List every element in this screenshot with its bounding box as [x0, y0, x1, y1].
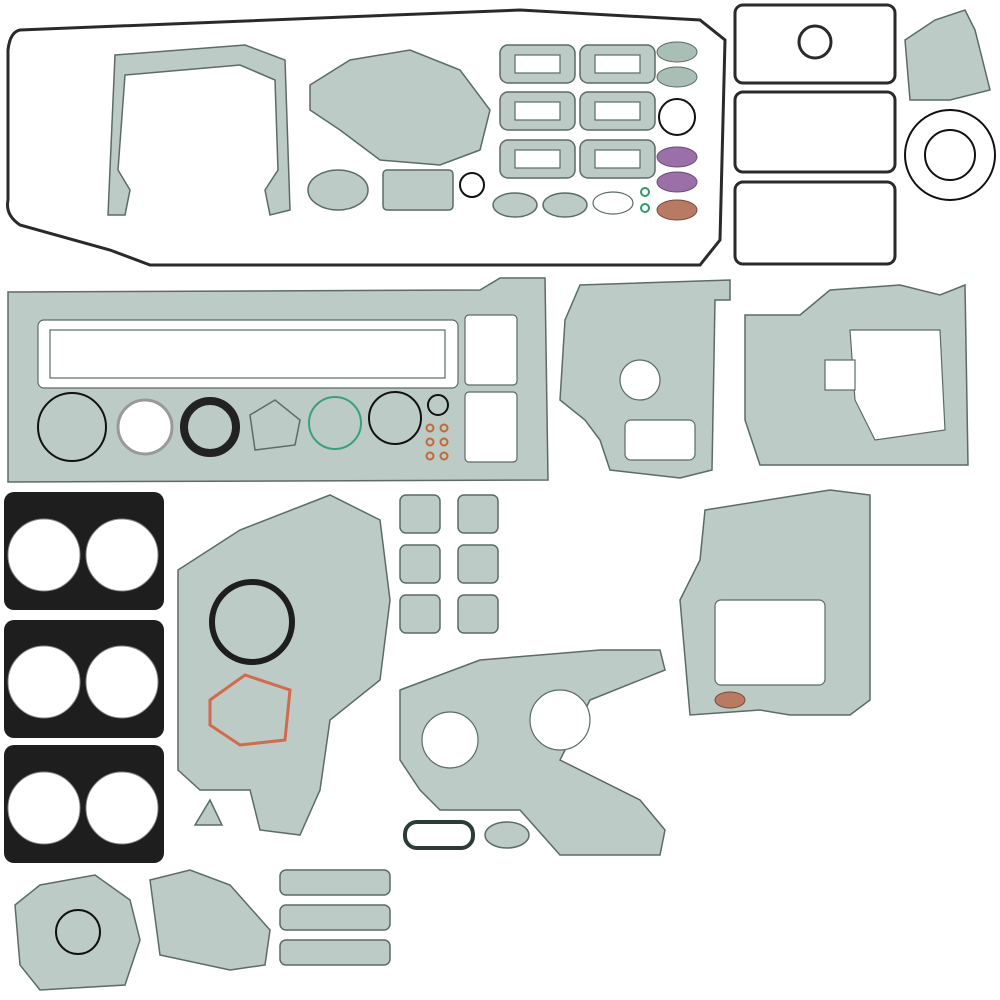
oil-pan-gasket	[6, 8, 727, 267]
